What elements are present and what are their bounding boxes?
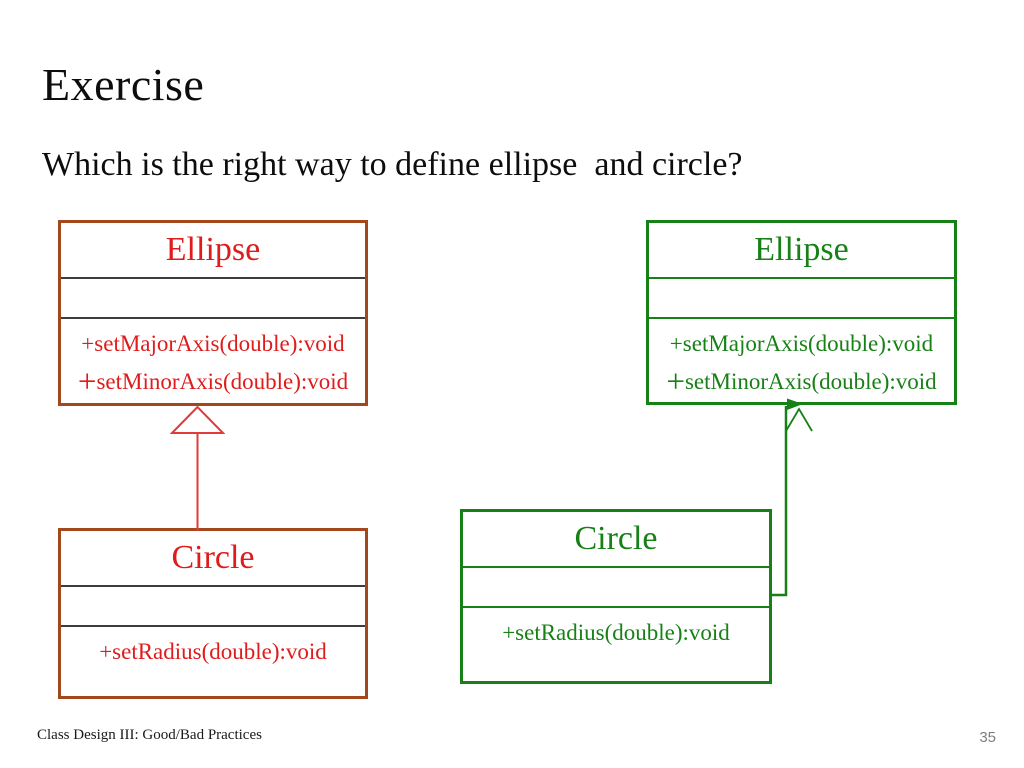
left-circle-class-box: Circle +setRadius(double):void (58, 528, 368, 699)
left-ellipse-class-box: Ellipse +setMajorAxis(double):void +setM… (58, 220, 368, 406)
right-generalization-line (772, 406, 788, 597)
open-caret-arrowhead-icon (785, 407, 813, 432)
right-circle-class-box: Circle +setRadius(double):void (460, 509, 772, 684)
page-title: Exercise (42, 59, 205, 110)
footer-text: Class Design III: Good/Bad Practices (37, 727, 262, 743)
class-name: Ellipse (754, 231, 849, 268)
method-signature: setMajorAxis(double):void (682, 331, 934, 356)
methods-section: +setRadius(double):void (61, 627, 365, 696)
visibility-plus: + (669, 331, 683, 356)
class-name: Circle (171, 539, 255, 576)
method-setmajoraxis: +setMajorAxis(double):void (61, 325, 365, 363)
method-signature: setRadius(double):void (112, 639, 327, 664)
class-name: Ellipse (165, 231, 261, 268)
method-setminoraxis: +setMinorAxis(double):void (649, 363, 954, 401)
method-setminoraxis: +setMinorAxis(double):void (61, 363, 365, 401)
attributes-section (649, 277, 954, 319)
method-signature: setMajorAxis(double):void (94, 331, 345, 356)
visibility-plus: + (502, 620, 516, 645)
method-setradius: +setRadius(double):void (61, 633, 365, 671)
method-signature: setMinorAxis(double):void (96, 369, 349, 394)
attributes-section (463, 566, 769, 608)
methods-section: +setMajorAxis(double):void +setMinorAxis… (61, 319, 365, 403)
attributes-section (61, 277, 365, 319)
methods-section: +setRadius(double):void (463, 608, 769, 681)
right-ellipse-class-box: Ellipse +setMajorAxis(double):void +setM… (646, 220, 957, 405)
method-setradius: +setRadius(double):void (463, 614, 769, 652)
visibility-plus: + (99, 639, 113, 664)
visibility-plus: + (666, 364, 685, 400)
attributes-section (61, 585, 365, 627)
slide-subtitle: Which is the right way to define ellipse… (42, 146, 743, 183)
method-signature: setRadius(double):void (515, 620, 730, 645)
methods-section: +setMajorAxis(double):void +setMinorAxis… (649, 319, 954, 402)
visibility-plus: + (77, 364, 97, 400)
class-name: Circle (574, 520, 658, 557)
page-number: 35 (979, 729, 996, 746)
method-setmajoraxis: +setMajorAxis(double):void (649, 325, 954, 363)
visibility-plus: + (81, 331, 95, 356)
hollow-triangle-arrowhead-icon (169, 405, 226, 434)
method-signature: setMinorAxis(double):void (684, 369, 937, 394)
